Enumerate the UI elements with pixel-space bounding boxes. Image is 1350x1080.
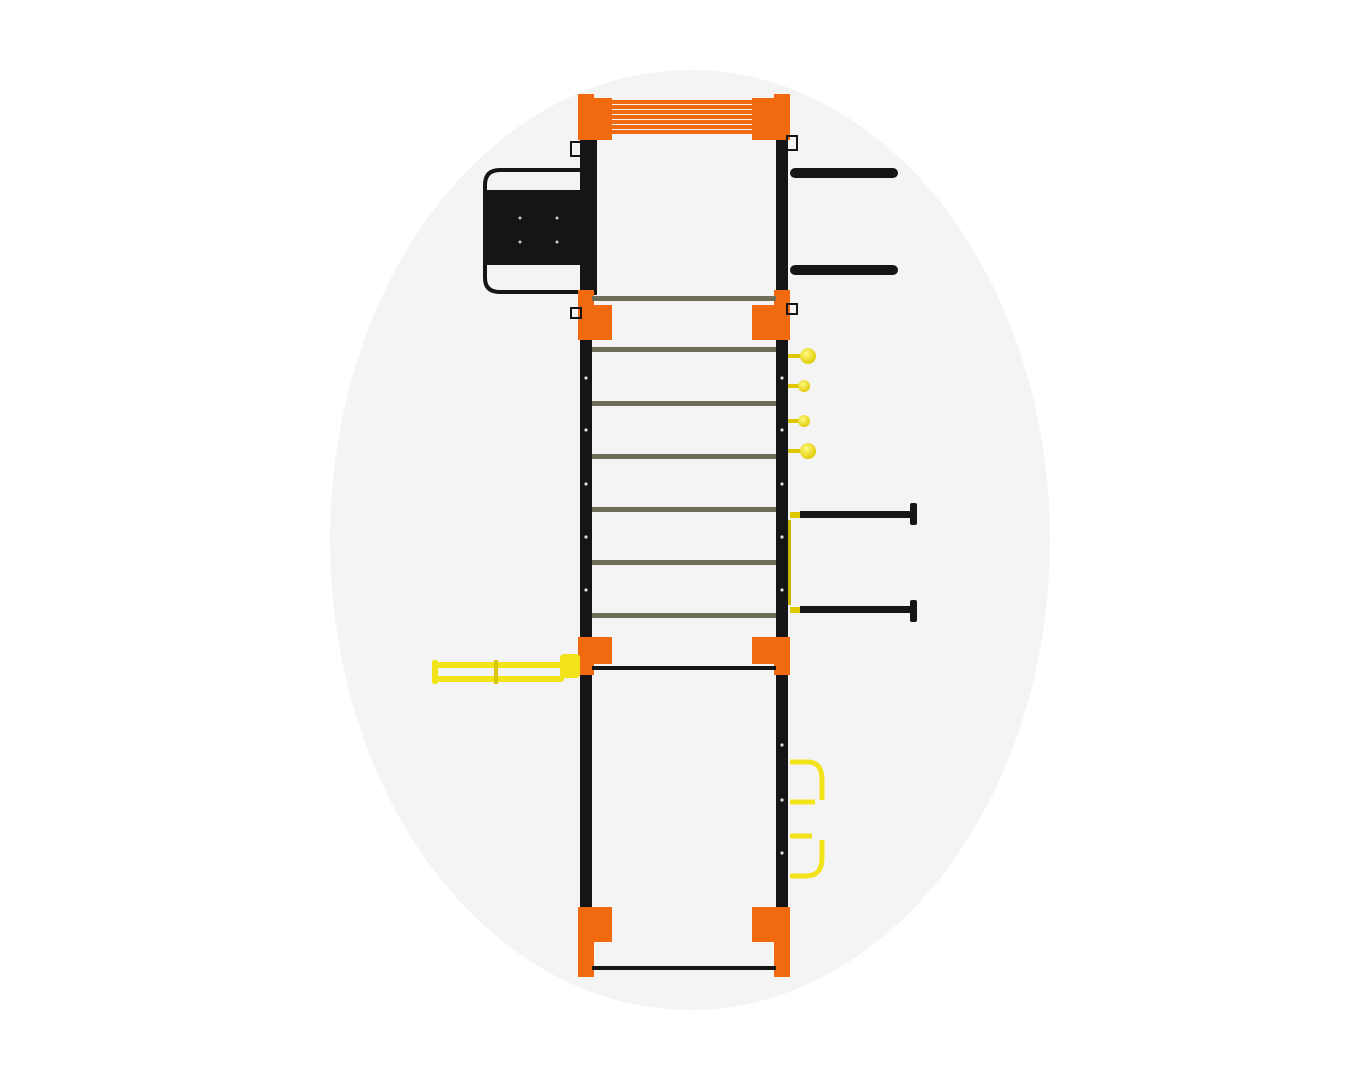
- post-holes: [584, 376, 784, 855]
- brackets: [570, 135, 798, 319]
- side-platform: [483, 168, 580, 294]
- ladder-rungs: [592, 296, 776, 618]
- yellow-rail: [788, 520, 791, 605]
- monkey-bars: [594, 100, 776, 134]
- ground-shadow: [330, 70, 1050, 1010]
- yellow-handles-left: [432, 654, 580, 684]
- parallel-bars-top: [790, 168, 898, 275]
- dip-bars: [790, 503, 917, 622]
- cross-bars: [592, 666, 776, 970]
- grip-balls: [788, 348, 816, 459]
- mount-plates: [578, 94, 790, 977]
- yellow-hooks-right: [790, 759, 825, 879]
